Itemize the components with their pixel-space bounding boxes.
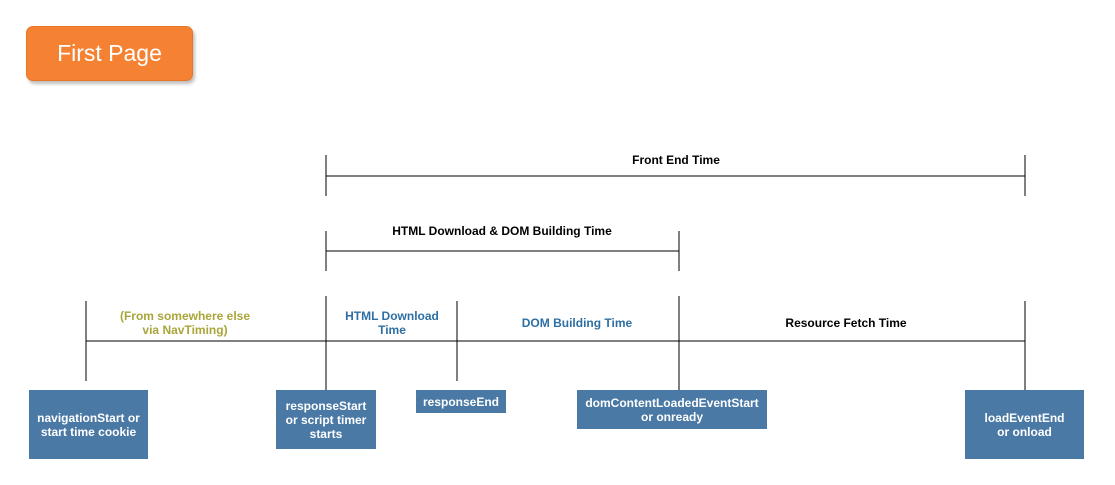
first-page-title-button: First Page xyxy=(26,26,193,81)
front-end-time-label: Front End Time xyxy=(632,153,720,167)
resource-fetch-time-label: Resource Fetch Time xyxy=(785,316,907,330)
html-dom-building-time-label: HTML Download & DOM Building Time xyxy=(392,224,612,238)
html-download-time-label: HTML Download Time xyxy=(345,309,439,337)
dom-building-time-label: DOM Building Time xyxy=(521,316,633,330)
load-event-end-box: loadEventEnd or onload xyxy=(965,390,1084,459)
response-end-box: responseEnd xyxy=(416,390,506,413)
navigation-start-box: navigationStart or start time cookie xyxy=(29,390,148,459)
from-somewhere-else-label: (From somewhere else via NavTiming) xyxy=(119,309,251,337)
response-start-box: responseStart or script timer starts xyxy=(276,390,376,449)
dom-content-loaded-box: domContentLoadedEventStart or onready xyxy=(577,390,767,429)
